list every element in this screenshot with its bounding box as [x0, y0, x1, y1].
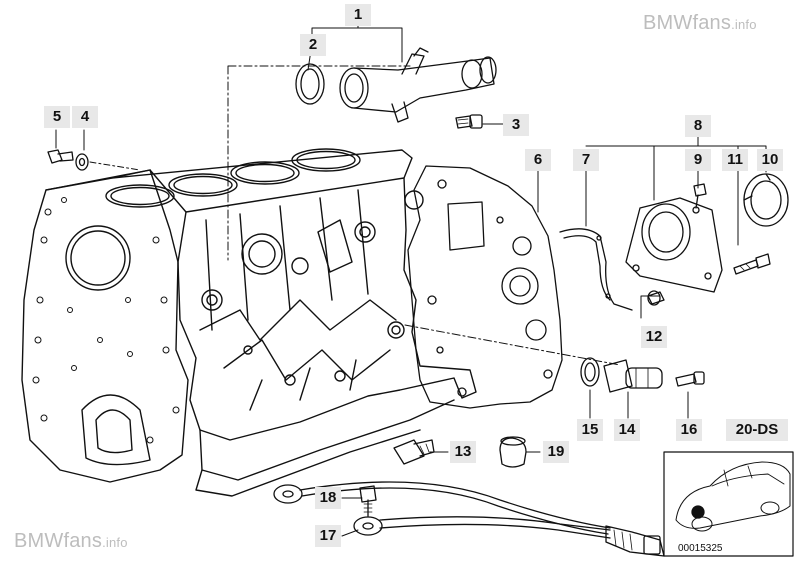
- watermark-top: BMWfans.info: [643, 12, 757, 35]
- callout-5[interactable]: 5: [44, 106, 70, 128]
- part-7-gasket: [559, 228, 633, 311]
- part-8-seal-carrier: [625, 197, 723, 293]
- watermark-suffix: .info: [731, 17, 757, 32]
- callout-14[interactable]: 14: [614, 419, 640, 441]
- engine-block: [21, 148, 477, 497]
- part-2-o-ring: [295, 63, 325, 105]
- part-15-o-ring: [580, 357, 600, 387]
- callout-4[interactable]: 4: [72, 106, 98, 128]
- callout-3[interactable]: 3: [503, 114, 529, 136]
- part-3-bolt: [455, 114, 483, 129]
- callout-10[interactable]: 10: [757, 149, 783, 171]
- callout-8[interactable]: 8: [685, 115, 711, 137]
- callout-11[interactable]: 11: [722, 149, 748, 171]
- callout-2[interactable]: 2: [300, 34, 326, 56]
- watermark-bottom: BMWfans.info: [14, 530, 128, 553]
- part-6-end-plate: [407, 165, 563, 409]
- part-4-washer: [75, 153, 89, 171]
- part-14-pulse-sensor: [603, 359, 663, 393]
- callout-17[interactable]: 17: [315, 525, 341, 547]
- part-9-bolt: [693, 183, 707, 209]
- callout-19[interactable]: 19: [543, 441, 569, 463]
- part-17-knock-sensor: [273, 481, 665, 557]
- part-18-bolt: [359, 485, 377, 517]
- callout-13[interactable]: 13: [450, 441, 476, 463]
- part-12-dowel-sleeve: [647, 290, 665, 306]
- diagram-code: 20-DS: [726, 419, 788, 441]
- part-11-bolt: [733, 253, 771, 275]
- part-13-stud: [393, 439, 435, 465]
- part-5-screw: [47, 149, 74, 164]
- watermark-brand: BMWfans: [643, 12, 732, 34]
- leader-lines: [55, 21, 767, 537]
- callout-18[interactable]: 18: [315, 487, 341, 509]
- callout-16[interactable]: 16: [676, 419, 702, 441]
- callout-7[interactable]: 7: [573, 149, 599, 171]
- watermark-brand: BMWfans: [14, 530, 103, 552]
- part-10-shaft-seal: [743, 173, 789, 227]
- callout-15[interactable]: 15: [577, 419, 603, 441]
- watermark-suffix: .info: [102, 535, 128, 550]
- illustration-number: 00015325: [678, 543, 723, 554]
- callout-1[interactable]: 1: [345, 4, 371, 26]
- part-16-bolt: [675, 371, 705, 387]
- part-19-cap: [499, 436, 527, 468]
- callout-9[interactable]: 9: [685, 149, 711, 171]
- callout-6[interactable]: 6: [525, 149, 551, 171]
- part-1-coolant-pipe: [339, 47, 497, 123]
- vehicle-locator-inset: [663, 451, 794, 557]
- callout-12[interactable]: 12: [641, 326, 667, 348]
